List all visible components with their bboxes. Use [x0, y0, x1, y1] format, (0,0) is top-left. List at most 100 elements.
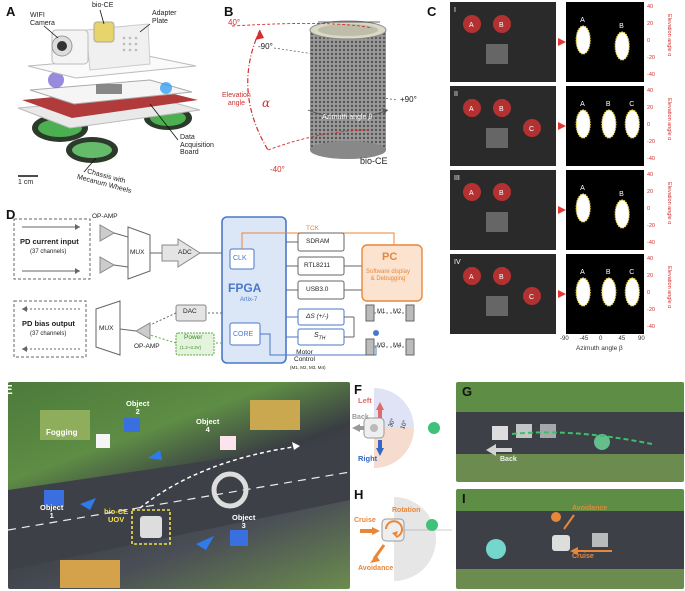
panel-h-label: H: [354, 487, 364, 502]
object2-label: Object 2: [126, 399, 150, 417]
panel-d-label: D: [6, 207, 16, 222]
y-tick-2-3: -20: [647, 139, 655, 145]
map-object-label-2-A: A: [580, 101, 585, 108]
row-roman-4: IV: [454, 259, 461, 266]
y-tick-2-0: 40: [647, 88, 653, 94]
object3-label: Object 3: [232, 513, 256, 531]
map-object-label-4-A: A: [580, 269, 585, 276]
core-label: CORE: [233, 331, 254, 338]
y-tick-3-1: 20: [647, 189, 653, 195]
y-tick-1-2: 0: [647, 38, 650, 44]
scene-object-label-2-A: A: [469, 106, 474, 113]
hex-cluster-4-B: [601, 277, 617, 307]
cruise-avoidance-diagram: [360, 497, 452, 581]
scene-object-label-2-C: C: [529, 126, 534, 133]
fogging-label: Fogging: [46, 428, 78, 437]
cruise-maneuver-overlay: [486, 512, 612, 559]
h-cruise-label: Cruise: [354, 517, 376, 524]
city-scene-overlay: [7, 400, 351, 588]
alpha-symbol: α: [262, 96, 271, 110]
y-tick-2-2: 0: [647, 122, 650, 128]
panel-e-label: E: [4, 382, 13, 397]
i-avoidance-label: Avoidance: [572, 505, 608, 512]
adc-label: ADC: [178, 249, 192, 256]
usb-label: USB3.0: [306, 286, 329, 293]
scene-robot-4: [486, 296, 508, 316]
bio-ce-name: bio-CE: [360, 156, 388, 166]
x-tick-1: -45: [580, 336, 589, 342]
scene-robot-1: [486, 44, 508, 64]
system-block-diagram: [13, 216, 423, 364]
map-object-label-4-C: C: [629, 269, 634, 276]
tck-label: TCK: [306, 225, 319, 232]
row-arrow-4: [558, 290, 566, 298]
cylinder-width-label: 1.2 mm: [334, 12, 358, 19]
panel-a: A: [0, 0, 225, 195]
map-object-label-1-A: A: [580, 17, 585, 24]
panel-i: I Avoidance Cruise: [452, 485, 685, 591]
motor-m3: M3: [377, 343, 386, 349]
y-tick-4-3: -20: [647, 307, 655, 313]
hex-cluster-4-C: [624, 277, 640, 307]
panel-f-label: F: [354, 382, 362, 397]
x-tick-3: 45: [619, 336, 626, 342]
hex-cluster-1-A: [575, 25, 591, 55]
beta-symbol: β: [368, 114, 373, 121]
s-th-main: S: [314, 332, 319, 339]
delta-s-label: ΔS (+/-): [306, 313, 329, 320]
label-bio-ce: bio-CE: [92, 2, 114, 9]
object4-label: Object 4: [196, 417, 220, 435]
y-axis-label-1: Elevation angle α: [666, 14, 672, 57]
hex-cluster-3-B: [614, 199, 630, 229]
map-object-label-1-B: B: [619, 23, 624, 30]
row-arrow-1: [558, 38, 566, 46]
s-th-subscript: TH: [318, 335, 326, 342]
y-tick-4-1: 20: [647, 273, 653, 279]
motor-m2: M2: [393, 309, 402, 315]
panel-b: B 1.2 mm 40° -90° +90° -40° Elevation an…: [222, 0, 422, 195]
opamp-bottom-label: OP-AMP: [134, 343, 160, 350]
pd-bias-sub: (37 channels): [30, 331, 67, 337]
right-label: Right: [358, 454, 378, 463]
hex-cluster-3-A: [575, 193, 591, 223]
y-tick-1-1: 20: [647, 21, 653, 27]
rtl-label: RTL8211: [304, 262, 331, 269]
motor-m1: M1: [377, 309, 386, 315]
map-object-label-3-A: A: [580, 185, 585, 192]
mux-top-label: MUX: [130, 249, 145, 256]
y-tick-3-4: -40: [647, 240, 655, 246]
hex-cluster-4-A: [575, 277, 591, 307]
y-axis-label-3: Elevation angle α: [666, 182, 672, 225]
azimuth-neg90: -90°: [258, 42, 273, 51]
object1-label: Object 1: [40, 503, 64, 521]
hex-cluster-2-B: [601, 109, 617, 139]
label-wifi-camera: WIFI Camera: [30, 12, 55, 27]
scene-object-4-C: [523, 287, 541, 305]
azimuth-angle-text: Azimuth angle: [322, 114, 367, 121]
y-axis-label-2: Elevation angle α: [666, 98, 672, 141]
map-object-label-3-B: B: [619, 191, 624, 198]
y-tick-3-0: 40: [647, 172, 653, 178]
x-tick-2: 0: [599, 336, 603, 342]
scene-object-label-4-B: B: [499, 274, 504, 281]
scene-object-label-1-A: A: [469, 22, 474, 29]
y-tick-2-4: -40: [647, 156, 655, 162]
scene-robot-2: [486, 128, 508, 148]
row-roman-3: III: [454, 175, 460, 182]
scene-object-2-A: [463, 99, 481, 117]
scene-object-3-A: [463, 183, 481, 201]
x-tick-4: 90: [638, 336, 645, 342]
back-label: Back: [352, 414, 369, 421]
elevation-bottom-deg: -40°: [270, 165, 285, 174]
scene-object-label-3-A: A: [469, 190, 474, 197]
dac-label: DAC: [183, 308, 197, 315]
scene-object-label-4-A: A: [469, 274, 474, 281]
map-object-label-4-B: B: [606, 269, 611, 276]
scene-object-2-B: [493, 99, 511, 117]
compound-eye-diagram: [231, 20, 399, 159]
panel-c-label: C: [427, 4, 437, 19]
panel-g-label: G: [462, 384, 473, 399]
scene-object-2-C: [523, 119, 541, 137]
y-tick-2-1: 20: [647, 105, 653, 111]
